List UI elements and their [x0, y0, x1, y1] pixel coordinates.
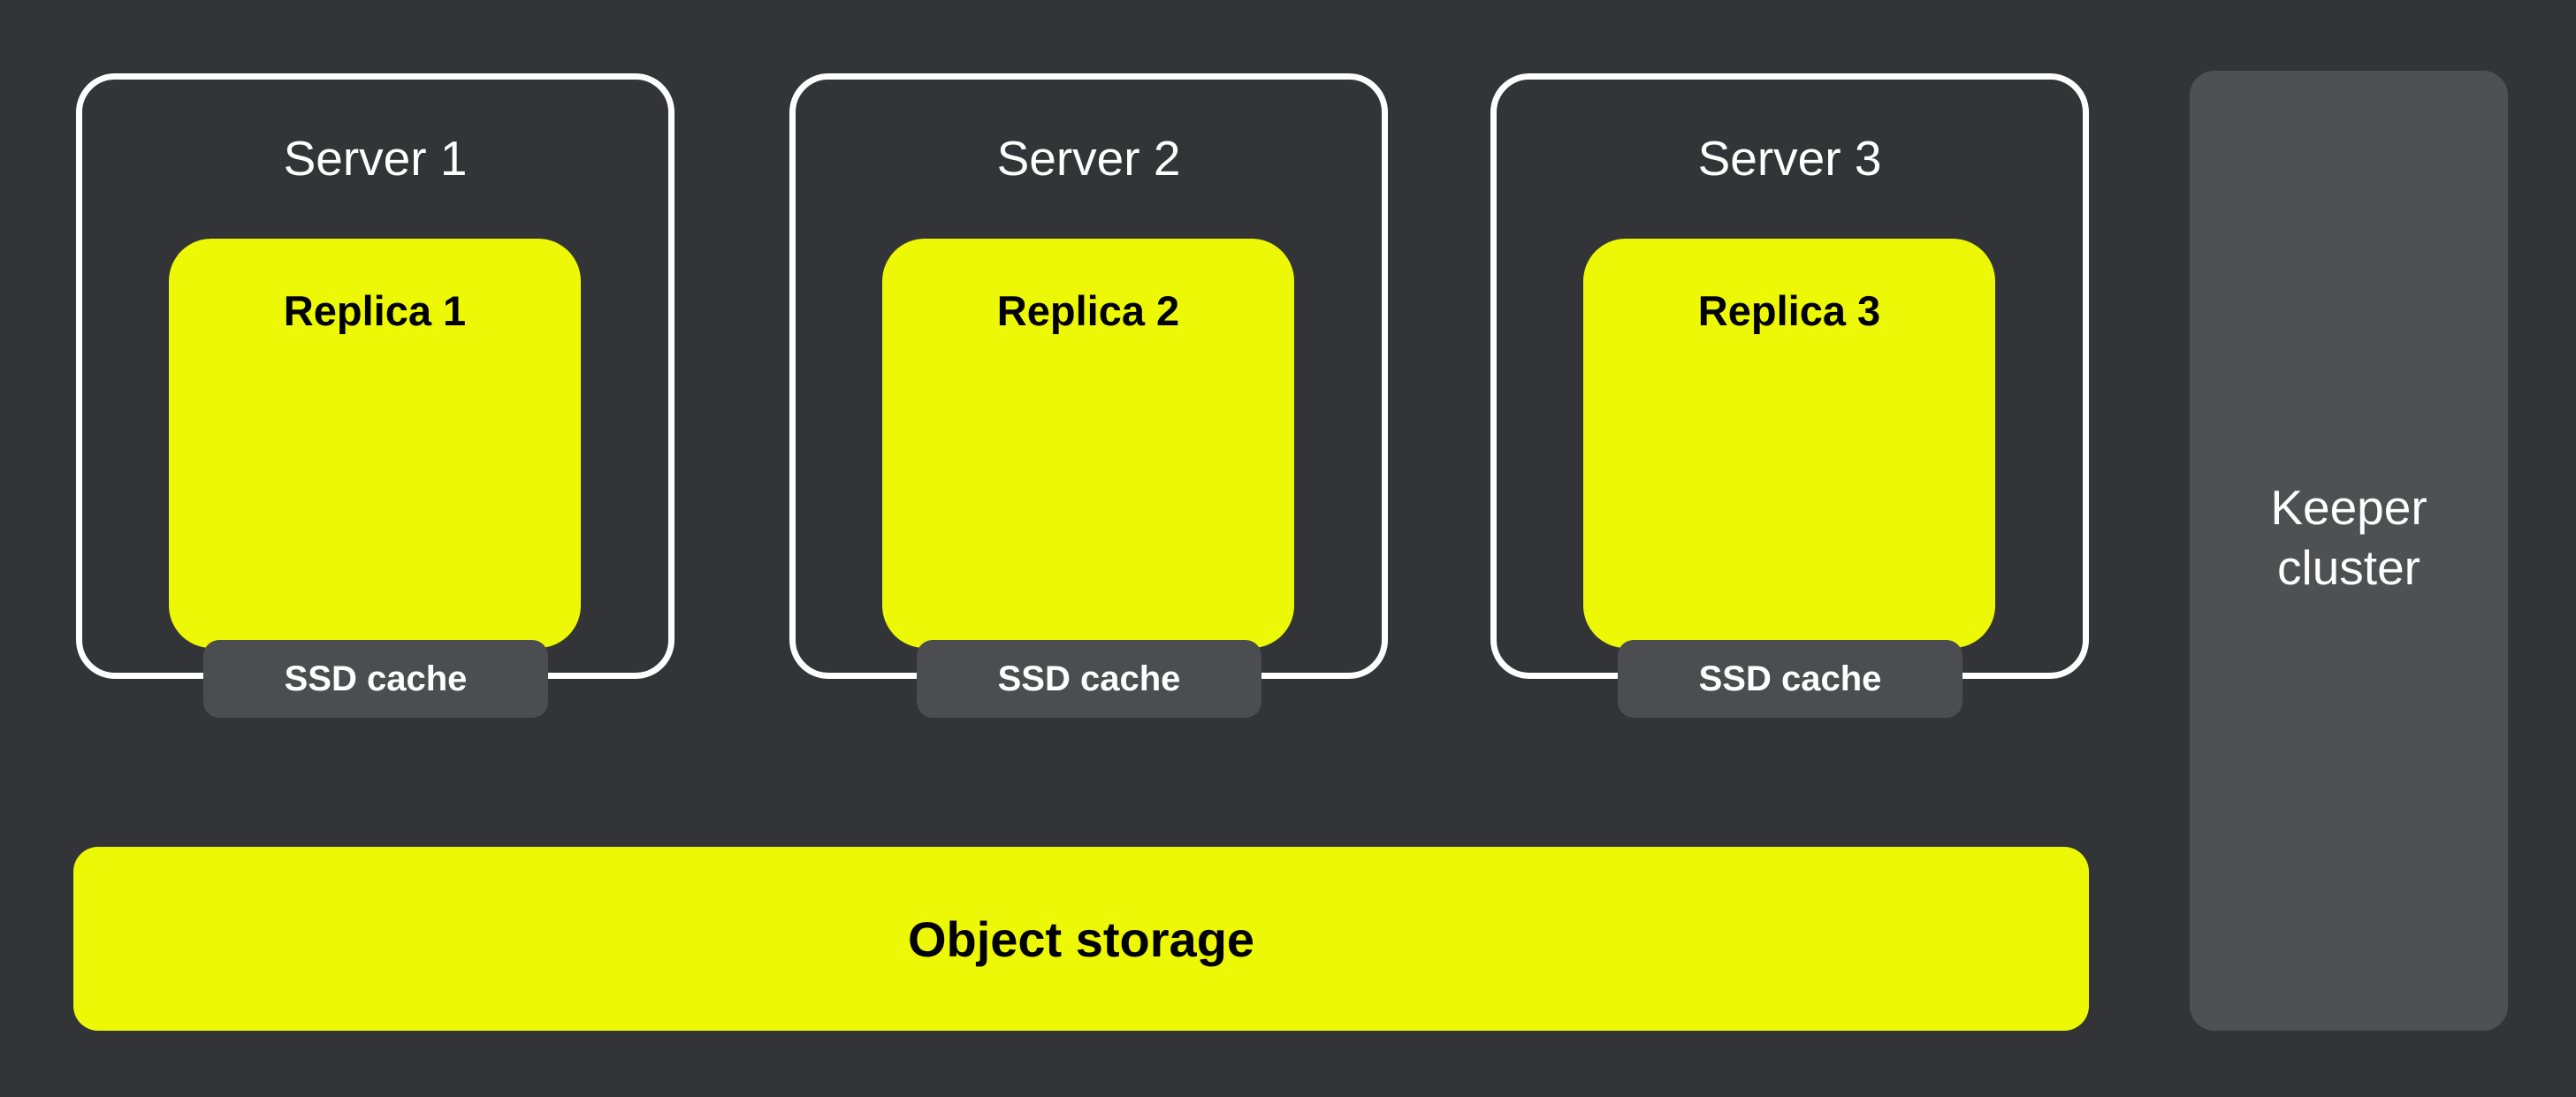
object-storage-bar: Object storage [73, 847, 2089, 1031]
keeper-cluster-panel: Keeper cluster [2190, 71, 2508, 1031]
server-2-label: Server 2 [996, 131, 1181, 186]
server-1-box: Server 1 Replica 1 SSD cache [76, 73, 674, 718]
ssd-cache-1-badge: SSD cache [203, 640, 548, 718]
server-3-box: Server 3 Replica 3 SSD cache [1490, 73, 2089, 718]
ssd-cache-3-badge: SSD cache [1618, 640, 1962, 718]
replica-1-card: Replica 1 [169, 239, 581, 648]
server-3-label: Server 3 [1697, 131, 1882, 186]
server-2-box: Server 2 Replica 2 SSD cache [789, 73, 1388, 718]
replica-1-label: Replica 1 [283, 287, 467, 334]
replica-3-label: Replica 3 [1697, 287, 1881, 334]
ssd-cache-2-badge: SSD cache [917, 640, 1261, 718]
replica-2-card: Replica 2 [882, 239, 1294, 648]
keeper-cluster-label: Keeper cluster [2270, 480, 2427, 595]
server-1-label: Server 1 [283, 131, 468, 186]
replica-3-card: Replica 3 [1583, 239, 1995, 648]
replica-2-label: Replica 2 [996, 287, 1180, 334]
